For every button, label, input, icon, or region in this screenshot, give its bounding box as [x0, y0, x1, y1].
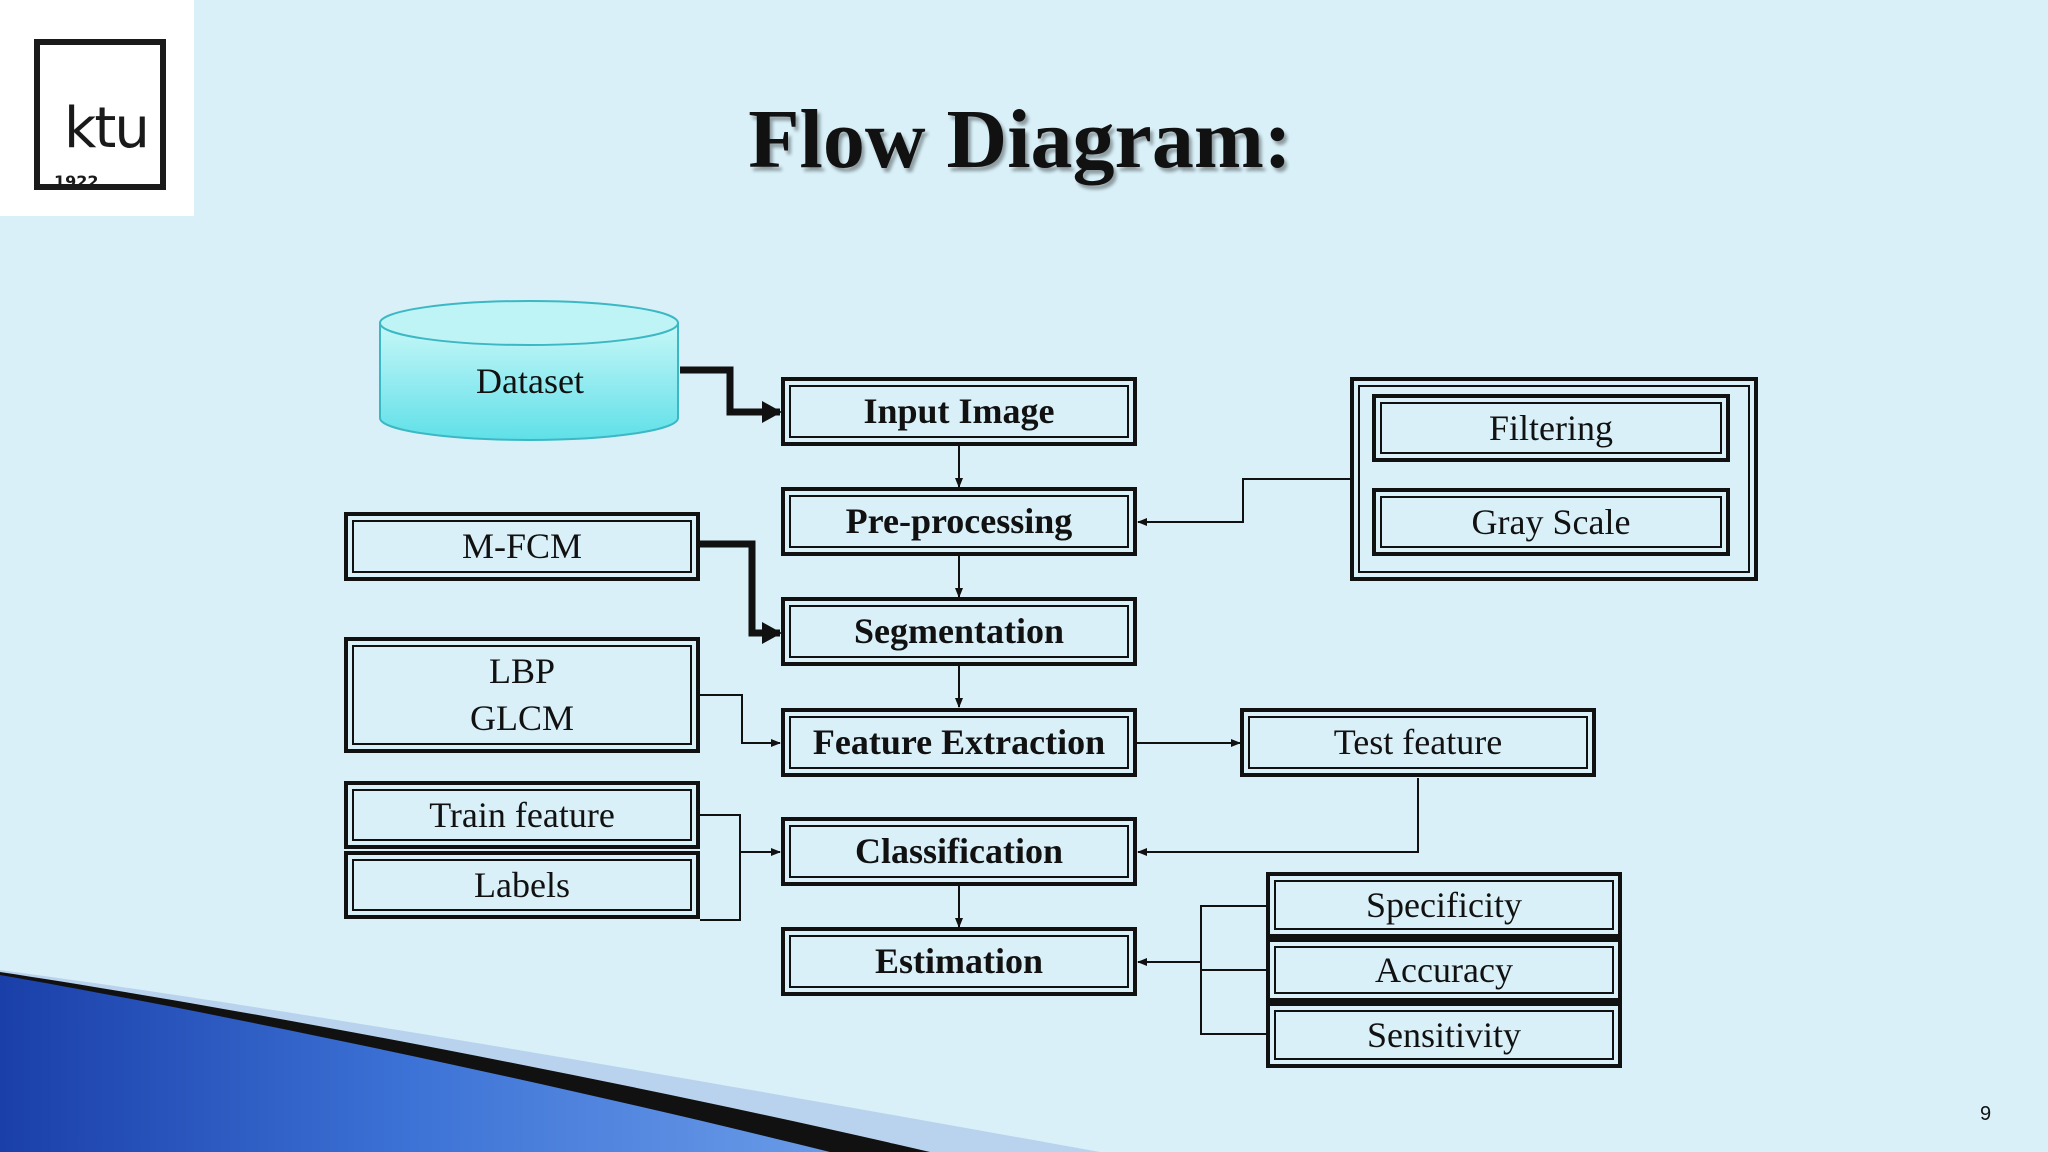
- gray-scale-node: Gray Scale: [1372, 488, 1730, 556]
- glcm-label: GLCM: [469, 698, 574, 738]
- connector-test-classification: [1137, 778, 1419, 856]
- lbp-label: LBP: [488, 651, 556, 692]
- input-image-node: Input Image: [781, 377, 1137, 446]
- logo-text: ktu: [64, 96, 150, 161]
- filtering-node: Filtering: [1372, 394, 1730, 462]
- estimation-node: Estimation: [781, 927, 1137, 996]
- dataset-label: Dataset: [476, 361, 584, 401]
- feature-extraction-node: Feature Extraction: [781, 708, 1137, 777]
- sensitivity-node: Sensitivity: [1266, 1002, 1622, 1068]
- accuracy-node: Accuracy: [1266, 938, 1622, 1002]
- page-title: Flow Diagram:: [748, 93, 1292, 186]
- test-feature-node: Test feature: [1240, 708, 1596, 777]
- logo-panel: ktu 1922: [0, 0, 194, 216]
- connector-mfcm-segmentation: [700, 540, 782, 644]
- m-fcm-node: M-FCM: [344, 512, 700, 581]
- train-feature-node: Train feature: [344, 781, 700, 849]
- connector-group-preprocessing: [1137, 478, 1350, 526]
- specificity-node: Specificity: [1266, 872, 1622, 938]
- logo-frame: ktu 1922: [34, 39, 166, 190]
- lbp-glcm-node: LBP GLCM: [344, 637, 700, 753]
- connector-train-bracket: [700, 814, 741, 921]
- connector-lbp-feature: [700, 694, 781, 747]
- classification-node: Classification: [781, 817, 1137, 886]
- logo-year: 1922: [54, 172, 99, 191]
- labels-node: Labels: [344, 851, 700, 919]
- connector-dataset-input: [680, 366, 782, 423]
- page-number: 9: [1980, 1103, 1992, 1125]
- preprocessing-node: Pre-processing: [781, 487, 1137, 556]
- segmentation-node: Segmentation: [781, 597, 1137, 666]
